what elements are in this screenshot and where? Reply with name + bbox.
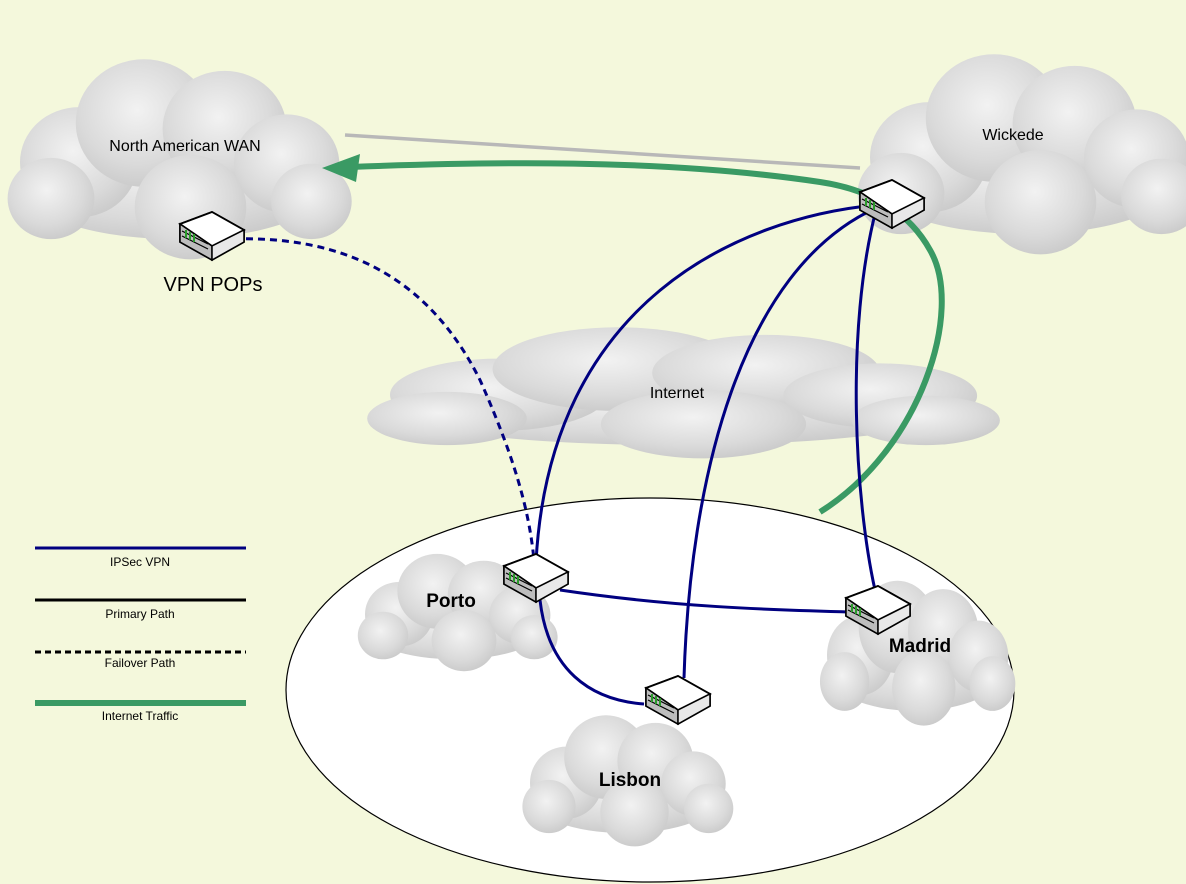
lisbon-label: Lisbon bbox=[599, 770, 661, 791]
vpn-porto-madrid bbox=[559, 588, 853, 614]
vpn-porto-lisbon bbox=[538, 599, 645, 706]
vpn-madrid-wickede bbox=[854, 209, 878, 591]
wickede-cloud bbox=[857, 54, 1186, 255]
internet-label: Internet bbox=[650, 385, 705, 402]
madrid-label: Madrid bbox=[889, 636, 951, 657]
legend-ipsec-vpn-label: IPSec VPN bbox=[110, 555, 170, 569]
wickede-label: Wickede bbox=[982, 127, 1043, 144]
north-american-wan-label: North American WAN bbox=[109, 138, 260, 155]
porto-label: Porto bbox=[426, 591, 476, 612]
legend: IPSec VPN Primary Path Failover Path Int… bbox=[35, 546, 246, 723]
vpn-porto-wickede bbox=[534, 203, 877, 563]
wan-link bbox=[344, 133, 861, 170]
legend-internet-traffic-label: Internet Traffic bbox=[102, 709, 178, 723]
vpn-pops-label: VPN POPs bbox=[164, 274, 263, 296]
ipsec-vpn-tunnels bbox=[534, 203, 878, 706]
failover-path bbox=[209, 237, 536, 561]
vpn-lisbon-wickede bbox=[682, 206, 877, 679]
legend-primary-path-label: Primary Path bbox=[105, 607, 174, 621]
legend-failover-path-label: Failover Path bbox=[105, 656, 176, 670]
internet-traffic-arrowhead bbox=[322, 154, 360, 182]
